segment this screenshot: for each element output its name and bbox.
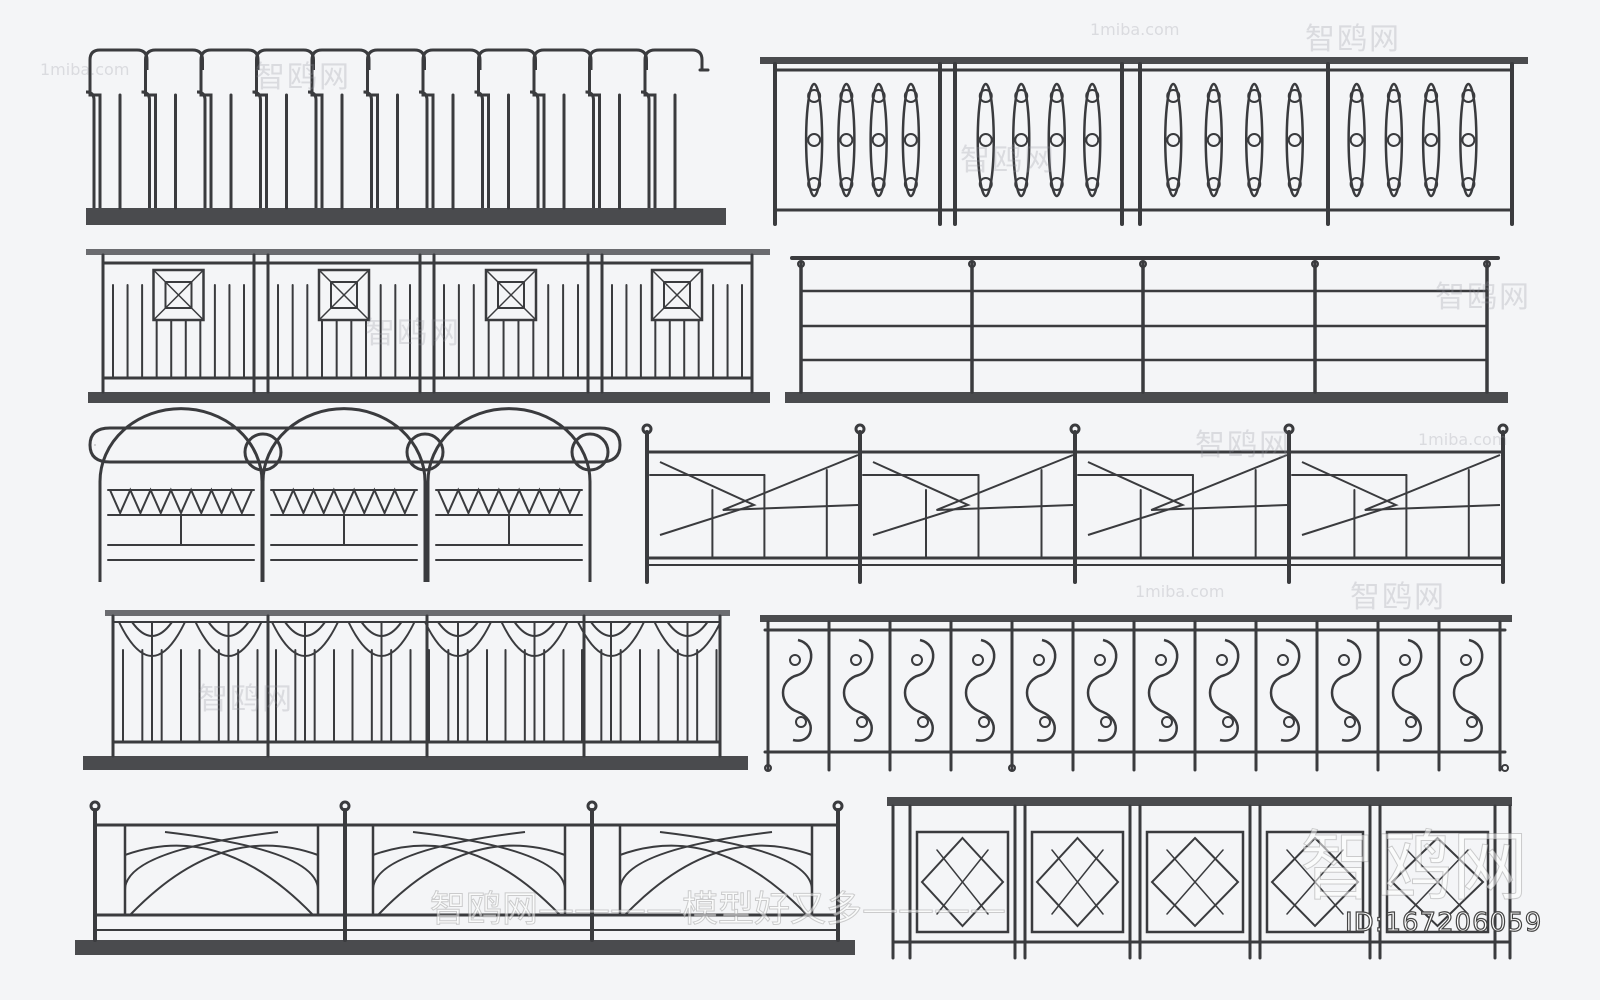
railing-7: [83, 610, 748, 770]
railing-6: [641, 423, 1509, 584]
watermark-brand-large: 智鸥网: [1300, 822, 1529, 912]
watermark-site: 1miba.com: [40, 60, 130, 79]
railing-4: [785, 256, 1508, 403]
watermark-brand: 智鸥网: [1195, 428, 1291, 463]
railing-1: [85, 48, 726, 225]
railing-3: [86, 249, 770, 403]
railing-10: [887, 797, 1512, 960]
railing-2: [760, 57, 1528, 226]
watermark-brand: 智鸥网: [1435, 280, 1531, 315]
railing-8: [760, 615, 1512, 772]
model-id-label: ID:167206059: [1344, 907, 1543, 938]
watermark-brand: 智鸥网: [1350, 580, 1446, 615]
watermark-site: 1miba.com: [1090, 20, 1180, 39]
watermark-brand: 智鸥网: [255, 60, 351, 95]
railing-5: [88, 407, 622, 582]
watermark-site: 1miba.com: [1135, 582, 1225, 601]
watermark-brand: 智鸥网: [960, 143, 1056, 178]
watermark-brand: 智鸥网: [365, 316, 461, 351]
watermark-slogan: 智鸥网————模型好又多————: [429, 889, 1007, 931]
watermark-brand: 智鸥网: [198, 682, 294, 717]
railing-9: [75, 800, 855, 955]
watermark-site: 1miba.com: [1418, 430, 1508, 449]
watermark-brand: 智鸥网: [1305, 22, 1401, 57]
